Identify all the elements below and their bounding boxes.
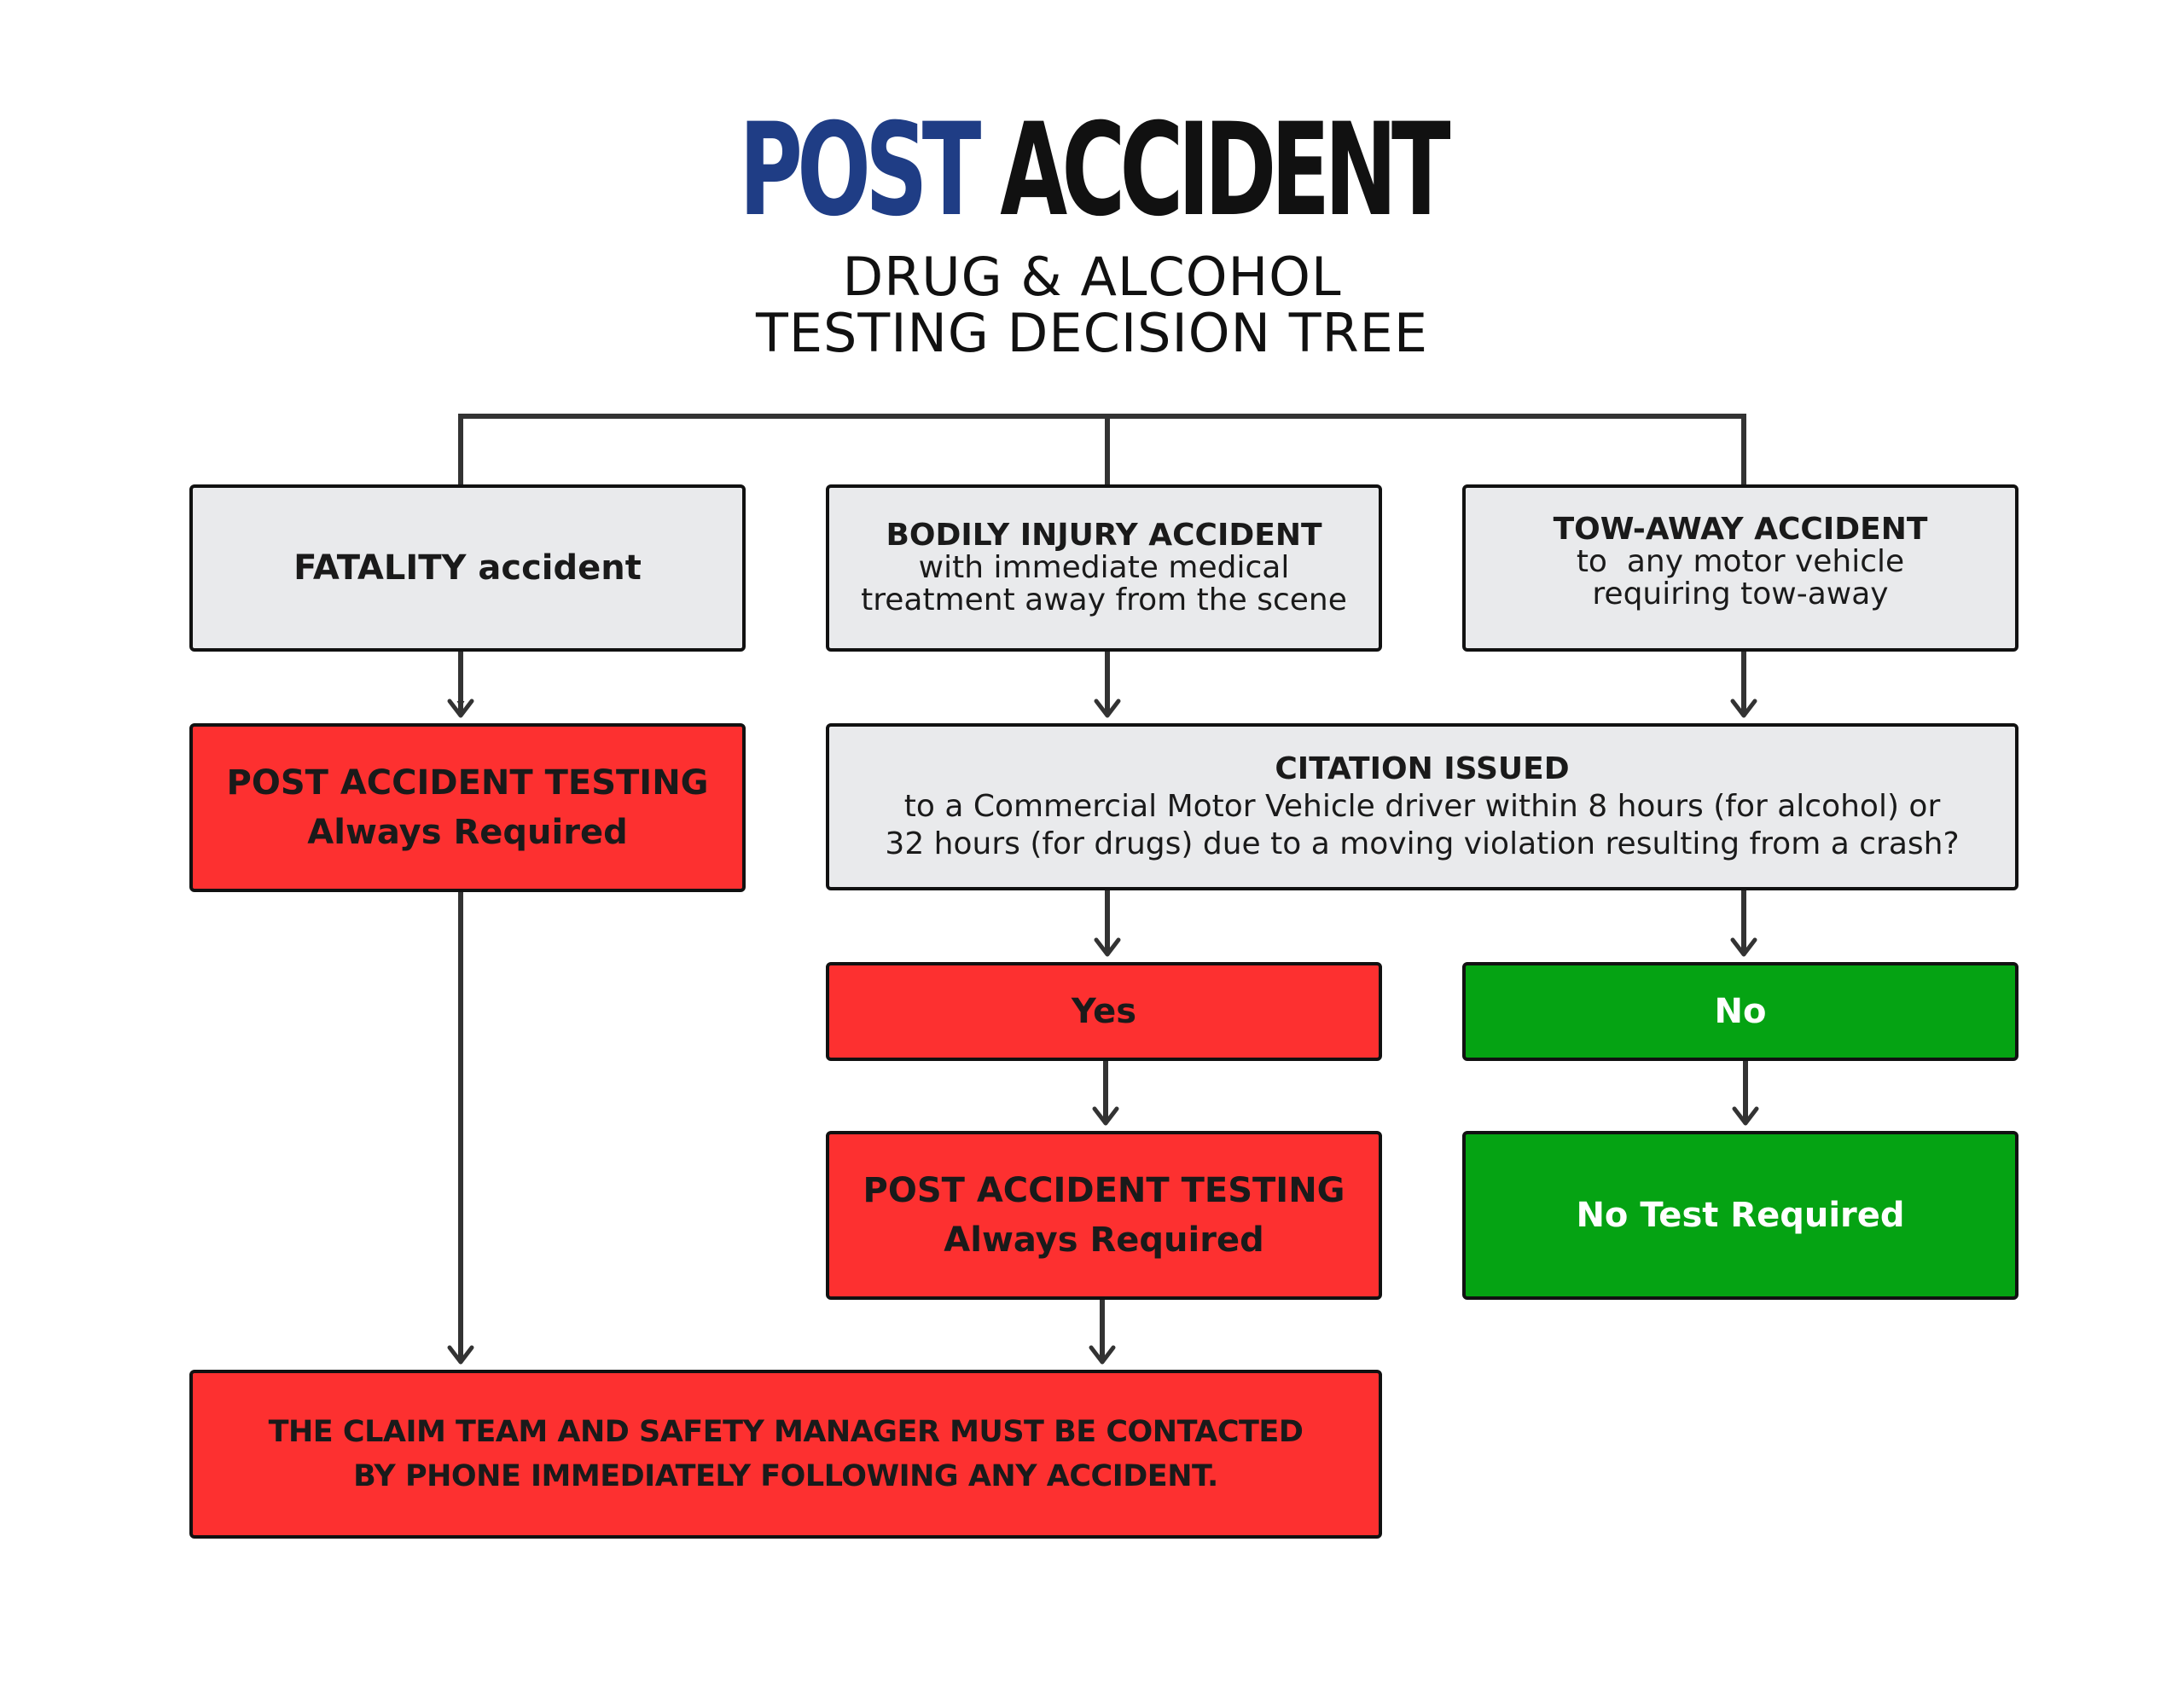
citation-heading: CITATION ISSUED (1275, 751, 1570, 786)
title-accident: ACCIDENT (1000, 96, 1450, 245)
subtitle-line-2: TESTING DECISION TREE (755, 302, 1428, 364)
citation-issued-box: CITATION ISSUED to a Commercial Motor Ve… (826, 723, 2018, 890)
page-subtitle: DRUG & ALCOHOL TESTING DECISION TREE (0, 249, 2184, 362)
fatality-label: FATALITY accident (293, 548, 642, 588)
bodily-line-2: treatment away from the scene (861, 583, 1347, 617)
tow-line-2: requiring tow-away (1592, 577, 1889, 612)
bodily-line-1: with immediate medical (918, 550, 1290, 585)
no-test-required-box: No Test Required (1462, 1131, 2018, 1300)
citation-line-2: 32 hours (for drugs) due to a moving vio… (885, 826, 1960, 861)
yes-box: Yes (826, 962, 1382, 1061)
page-title: POST ACCIDENT (350, 102, 1835, 239)
tow-line-1: to any motor vehicle (1576, 544, 1905, 579)
bodily-heading: BODILY INJURY ACCIDENT (886, 518, 1322, 553)
top-bracket (458, 414, 1746, 484)
testing-mid-line-1: POST ACCIDENT TESTING (863, 1171, 1345, 1210)
tow-heading: TOW-AWAY ACCIDENT (1553, 512, 1928, 547)
title-post: POST (739, 96, 981, 245)
subtitle-line-1: DRUG & ALCOHOL (842, 246, 1342, 308)
contact-line-1: THE CLAIM TEAM AND SAFETY MANAGER MUST B… (268, 1415, 1304, 1449)
testing-required-mid-box: POST ACCIDENT TESTING Always Required (826, 1131, 1382, 1300)
contact-notice-box: THE CLAIM TEAM AND SAFETY MANAGER MUST B… (189, 1370, 1382, 1539)
testing-left-line-1: POST ACCIDENT TESTING (226, 763, 709, 803)
tow-away-box: TOW-AWAY ACCIDENT to any motor vehicle r… (1462, 484, 2018, 652)
no-box: No (1462, 962, 2018, 1061)
testing-required-left-box: POST ACCIDENT TESTING Always Required (189, 723, 746, 892)
no-label: No (1714, 992, 1767, 1031)
fatality-accident-box: FATALITY accident (189, 484, 746, 652)
yes-label: Yes (1071, 992, 1137, 1031)
contact-line-2: BY PHONE IMMEDIATELY FOLLOWING ANY ACCID… (353, 1459, 1218, 1493)
bodily-injury-box: BODILY INJURY ACCIDENT with immediate me… (826, 484, 1382, 652)
testing-left-line-2: Always Required (307, 813, 628, 852)
testing-mid-line-2: Always Required (944, 1220, 1264, 1260)
no-test-label: No Test Required (1576, 1196, 1905, 1235)
citation-line-1: to a Commercial Motor Vehicle driver wit… (903, 789, 1941, 824)
